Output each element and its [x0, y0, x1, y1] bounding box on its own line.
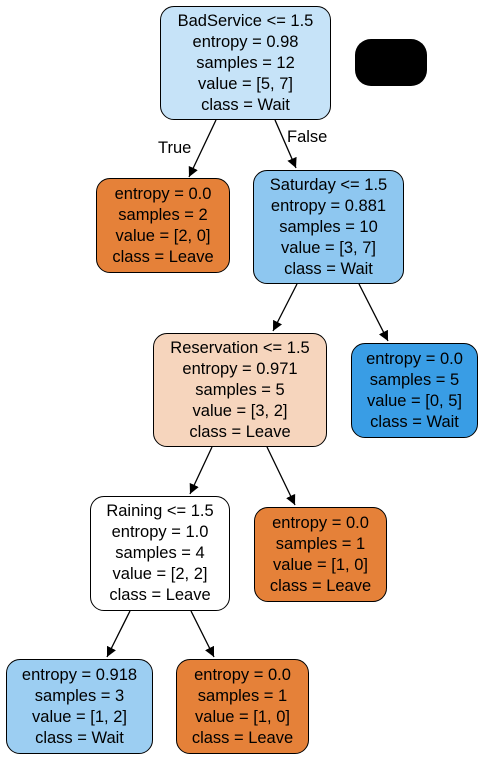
root-node-line: samples = 12: [196, 53, 295, 72]
leaf-node-line: samples = 2: [118, 205, 208, 224]
split-node-line: Raining <= 1.5: [106, 502, 214, 520]
edge-root-to-n1: [188, 119, 217, 178]
split-node-line: value = [2, 2]: [112, 565, 208, 583]
root-node-line: entropy = 0.98: [192, 32, 299, 51]
leaf-node-line: value = [0, 5]: [367, 391, 462, 410]
root-node-line: class = Wait: [201, 95, 290, 114]
saturday-split-node: Saturday <= 1.5 entropy = 0.881 samples …: [253, 170, 404, 284]
edge-root-to-n2: [274, 119, 297, 169]
split-node-line: value = [3, 2]: [192, 401, 288, 420]
leaf-node-line: class = Wait: [370, 412, 459, 431]
leaf-node-line: samples = 1: [197, 686, 288, 705]
edge-n2-to-n3: [272, 283, 298, 332]
root-node: BadService <= 1.5 entropy = 0.98 samples…: [160, 6, 331, 120]
split-node-line: samples = 5: [195, 380, 285, 399]
leaf-node-line: samples = 1: [275, 534, 366, 553]
edge-n3-to-n5: [189, 446, 213, 495]
leaf-node-wait-5: entropy = 0.0 samples = 5 value = [0, 5]…: [351, 343, 478, 438]
split-node-line: entropy = 0.971: [182, 359, 298, 378]
split-node-line: class = Leave: [109, 586, 211, 604]
leaf-node-line: value = [1, 0]: [273, 555, 368, 574]
leaf-node-line: samples = 5: [369, 370, 460, 389]
split-node-line: samples = 10: [279, 217, 378, 236]
edge-n2-to-n4: [358, 283, 389, 342]
false-edge-label: False: [287, 128, 328, 146]
leaf-node-leave-reservation: entropy = 0.0 samples = 1 value = [1, 0]…: [254, 507, 387, 602]
leaf-node-line: value = [1, 2]: [32, 707, 127, 726]
leaf-node-leave-raining: entropy = 0.0 samples = 1 value = [1, 0]…: [176, 659, 309, 754]
split-node-line: value = [3, 7]: [281, 238, 376, 257]
edge-n5-to-n7: [106, 610, 131, 658]
edge-n3-to-n6: [266, 446, 296, 506]
leaf-node-line: entropy = 0.918: [21, 665, 138, 684]
split-node-line: Reservation <= 1.5: [170, 338, 310, 357]
split-node-line: class = Wait: [284, 259, 373, 278]
leaf-node-line: class = Leave: [191, 728, 294, 747]
reservation-split-node: Reservation <= 1.5 entropy = 0.971 sampl…: [153, 333, 327, 447]
leaf-node-line: class = Leave: [269, 576, 372, 595]
leaf-node-wait-3: entropy = 0.918 samples = 3 value = [1, …: [6, 659, 153, 754]
leaf-node-line: value = [1, 0]: [195, 707, 290, 726]
leaf-node-line: entropy = 0.0: [366, 349, 463, 368]
leaf-node-line: entropy = 0.0: [194, 665, 291, 684]
leaf-node-line: samples = 3: [34, 686, 125, 705]
split-node-line: samples = 4: [115, 544, 205, 562]
split-node-line: entropy = 0.881: [270, 196, 387, 215]
raining-split-node: Raining <= 1.5 entropy = 1.0 samples = 4…: [90, 496, 230, 611]
redaction-blob: [355, 39, 427, 86]
split-node-line: entropy = 1.0: [111, 523, 209, 541]
leaf-node-line: class = Leave: [112, 247, 214, 266]
leaf-node-line: entropy = 0.0: [114, 184, 212, 203]
root-node-line: BadService <= 1.5: [177, 11, 314, 30]
root-node-line: value = [5, 7]: [198, 74, 293, 93]
leaf-node-line: entropy = 0.0: [272, 513, 369, 532]
leaf-node-line: value = [2, 0]: [115, 226, 211, 245]
split-node-line: class = Leave: [189, 422, 291, 441]
split-node-line: Saturday <= 1.5: [269, 175, 388, 194]
leaf-node-leave-1: entropy = 0.0 samples = 2 value = [2, 0]…: [96, 178, 230, 273]
edge-n5-to-n8: [190, 610, 215, 658]
leaf-node-line: class = Wait: [35, 728, 124, 747]
true-edge-label: True: [158, 139, 192, 157]
